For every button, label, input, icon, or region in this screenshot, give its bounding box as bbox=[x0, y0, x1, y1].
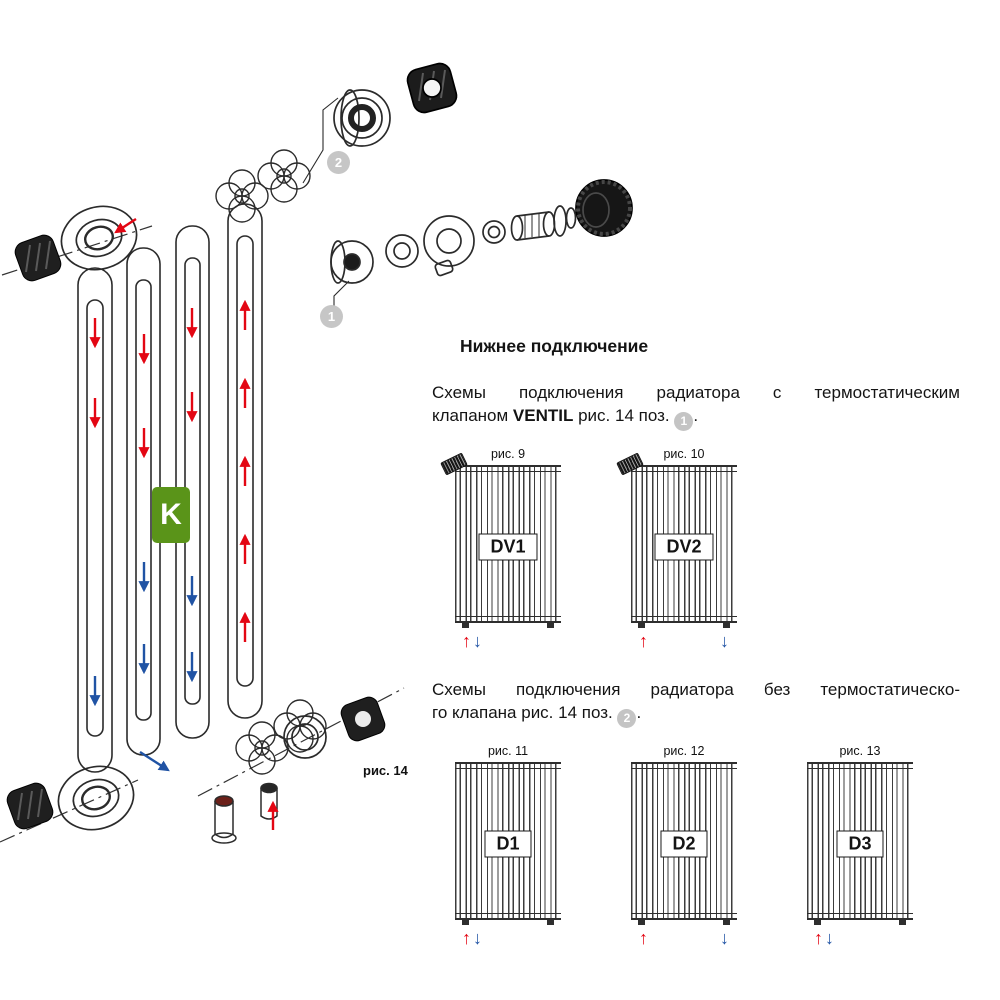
ventil-keyword: VENTIL bbox=[512, 405, 574, 425]
diagram-label: DV2 bbox=[654, 533, 714, 561]
schemes-row-2: рис. 11 D1 ↑ ↓ рис. 12 D2 bbox=[455, 744, 960, 951]
diagram-caption: рис. 9 bbox=[490, 447, 526, 462]
diagram-d2: рис. 12 D2 ↑ ↓ bbox=[631, 744, 737, 951]
flow-arrows: ↑ ↓ bbox=[455, 925, 561, 951]
flow-arrows bbox=[89, 217, 279, 830]
pos-1-inline-badge: 1 bbox=[674, 412, 694, 432]
paragraph-1-line-2: клапаном VENTIL рис. 14 поз. 1. bbox=[432, 405, 960, 432]
return-arrow-icon: ↓ bbox=[825, 928, 834, 949]
exploded-drawing bbox=[0, 62, 633, 844]
supply-arrow-icon: ↑ bbox=[814, 928, 823, 949]
diagram-caption: рис. 11 bbox=[487, 744, 529, 759]
valve-assembly-pos1 bbox=[330, 179, 633, 306]
return-arrow-icon: ↓ bbox=[720, 928, 729, 949]
brand-logo-letter: K bbox=[160, 498, 182, 531]
brand-logo: K bbox=[152, 487, 190, 543]
section-title: Нижнее подключение bbox=[460, 336, 649, 356]
flow-arrows: ↑ ↓ bbox=[631, 925, 737, 951]
cap-nuts bbox=[6, 234, 386, 830]
diagram-label: D3 bbox=[836, 830, 884, 858]
return-arrow-icon: ↓ bbox=[473, 631, 482, 652]
diagram-label: D2 bbox=[660, 830, 708, 858]
foot-plugs bbox=[211, 782, 278, 844]
fitting-group-pos2 bbox=[302, 62, 458, 184]
radiator-body: D1 bbox=[455, 762, 561, 921]
diagram-caption: рис. 13 bbox=[839, 744, 881, 759]
radiator-feet bbox=[807, 920, 913, 926]
flow-arrows: ↑ ↓ bbox=[807, 925, 913, 951]
section-clovers-bottom bbox=[235, 699, 327, 775]
supply-arrow-icon: ↑ bbox=[639, 928, 648, 949]
callout-1-number: 1 bbox=[327, 309, 336, 324]
radiator-exploded-figure: 2 1 рис. 14 K bbox=[0, 62, 633, 844]
supply-arrow-icon: ↑ bbox=[639, 631, 648, 652]
paragraph-1: Схемы подключения радиатора с термостати… bbox=[432, 382, 960, 432]
supply-arrow-icon: ↑ bbox=[462, 928, 471, 949]
radiator-feet bbox=[455, 920, 561, 926]
diagram-label: D1 bbox=[484, 830, 532, 858]
diagram-label: DV1 bbox=[478, 533, 538, 561]
radiator-feet bbox=[455, 623, 561, 629]
radiator-body: D2 bbox=[631, 762, 737, 921]
paragraph-2: Схемы подключения радиатора без термоста… bbox=[432, 679, 960, 729]
supply-arrow-icon: ↑ bbox=[462, 631, 471, 652]
diagram-d1: рис. 11 D1 ↑ ↓ bbox=[455, 744, 561, 951]
callout-2-badge: 2 bbox=[327, 151, 350, 174]
diagram-caption: рис. 12 bbox=[663, 744, 705, 759]
radiator-feet bbox=[631, 623, 737, 629]
callout-1-badge: 1 bbox=[320, 305, 343, 328]
paragraph-2-line-1: Схемы подключения радиатора без термоста… bbox=[432, 680, 960, 700]
figure-14-caption: рис. 14 bbox=[363, 763, 408, 778]
bottom-header-opening bbox=[57, 765, 135, 831]
pos-2-inline-badge: 2 bbox=[617, 709, 637, 729]
section-clovers-top bbox=[215, 149, 311, 223]
radiator-body: D3 bbox=[807, 762, 913, 921]
top-header-opening bbox=[60, 205, 138, 271]
return-arrow-icon: ↓ bbox=[473, 928, 482, 949]
return-arrow-icon: ↓ bbox=[720, 631, 729, 652]
diagram-dv2: рис. 10 DV2 ↑ ↓ bbox=[616, 447, 737, 654]
paragraph-2-line-2: го клапана рис. 14 поз. 2. bbox=[432, 702, 960, 729]
radiator-body: DV2 bbox=[631, 465, 737, 624]
diagram-dv1: рис. 9 DV1 ↑ ↓ bbox=[440, 447, 561, 654]
flow-arrows: ↑ ↓ bbox=[455, 628, 561, 654]
axis-lines bbox=[0, 225, 405, 843]
content-column: Нижнее подключение Схемы подключения рад… bbox=[432, 336, 960, 951]
callout-2-number: 2 bbox=[334, 155, 343, 170]
radiator-body: DV1 bbox=[455, 465, 561, 624]
flow-arrows: ↑ ↓ bbox=[631, 628, 737, 654]
radiator-feet bbox=[631, 920, 737, 926]
diagram-d3: рис. 13 D3 ↑ ↓ bbox=[807, 744, 913, 951]
schemes-row-1: рис. 9 DV1 ↑ ↓ рис. 10 D bbox=[440, 447, 960, 654]
diagram-caption: рис. 10 bbox=[663, 447, 705, 462]
paragraph-1-line-1: Схемы подключения радиатора с термостати… bbox=[432, 383, 960, 402]
